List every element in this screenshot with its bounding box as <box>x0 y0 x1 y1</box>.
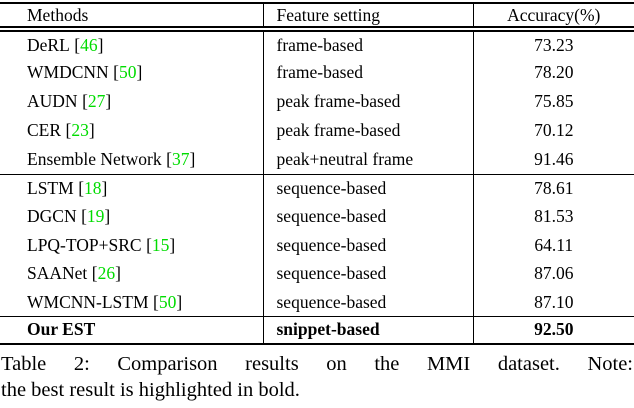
method-name: SAANet <box>27 263 88 284</box>
method-cell: LPQ-TOP+SRC 15 <box>0 231 263 260</box>
method-name: AUDN <box>27 91 78 111</box>
ours-group: Our EST snippet-based 92.50 <box>0 316 634 345</box>
accuracy-cell: 87.06 <box>472 259 634 288</box>
citation-number: 27 <box>87 91 106 111</box>
method-name: WMDCNN <box>27 62 109 82</box>
citation-link[interactable]: 19 <box>81 206 110 226</box>
citation-number: 19 <box>86 206 105 227</box>
col-header-feature: Feature setting <box>262 3 473 32</box>
citation-link[interactable]: 18 <box>78 178 107 198</box>
method-name: DeRL <box>27 34 70 55</box>
citation-number: 37 <box>171 148 190 169</box>
accuracy-cell: 73.23 <box>472 29 634 58</box>
citation-number: 15 <box>151 234 170 255</box>
header-row: Methods Feature setting Accuracy(%) <box>0 3 634 32</box>
citation-link[interactable]: 26 <box>92 263 121 283</box>
frame-based-group: DeRL 46 frame-based 73.23 WMDCNN 50 frame-… <box>0 29 634 174</box>
feature-cell: peak+neutral frame <box>262 145 473 174</box>
table-row: DGCN 19 sequence-based 81.53 <box>0 202 634 232</box>
table-caption: Table 2: Comparison results on the MMI d… <box>0 351 634 403</box>
method-cell: WMCNN-LSTM 50 <box>0 288 263 317</box>
citation-link[interactable]: 50 <box>153 292 182 312</box>
accuracy-cell: 92.50 <box>472 316 634 345</box>
citation-number: 50 <box>119 62 137 82</box>
method-cell: AUDN 27 <box>0 87 263 116</box>
feature-cell: frame-based <box>262 29 473 58</box>
table-row: DeRL 46 frame-based 73.23 <box>0 29 634 58</box>
table-header: Methods Feature setting Accuracy(%) <box>0 3 634 32</box>
method-cell: CER 23 <box>0 116 263 145</box>
citation-number: 46 <box>80 34 98 55</box>
feature-cell: peak frame-based <box>262 116 473 145</box>
table-row: LPQ-TOP+SRC 15 sequence-based 64.11 <box>0 231 634 260</box>
feature-cell: sequence-based <box>262 202 473 231</box>
accuracy-cell: 87.10 <box>472 288 634 317</box>
caption-line-1: Table 2: Comparison results on the MMI d… <box>1 352 633 375</box>
citation-number: 23 <box>71 120 89 140</box>
table-row: AUDN 27 peak frame-based 75.85 <box>0 87 634 116</box>
accuracy-cell: 64.11 <box>472 231 634 260</box>
table-row: WMDCNN 50 frame-based 78.20 <box>0 58 634 87</box>
citation-link[interactable]: 27 <box>82 91 111 111</box>
accuracy-cell: 70.12 <box>472 116 634 145</box>
method-name: LPQ-TOP+SRC <box>27 234 142 255</box>
table-row: Ensemble Network 37 peak+neutral frame 91… <box>0 145 634 174</box>
method-name: CER <box>27 120 62 140</box>
accuracy-cell: 78.61 <box>472 173 634 203</box>
citation-link[interactable]: 37 <box>166 149 195 169</box>
citation-number: 50 <box>158 291 177 312</box>
method-name: Ensemble Network <box>27 148 162 169</box>
feature-cell: snippet-based <box>262 316 473 345</box>
citation-link[interactable]: 15 <box>146 235 175 255</box>
feature-cell: peak frame-based <box>262 87 473 116</box>
col-header-methods: Methods <box>0 3 263 32</box>
method-name: WMCNN-LSTM <box>27 291 149 312</box>
table-row: SAANet 26 sequence-based 87.06 <box>0 259 634 289</box>
accuracy-cell: 78.20 <box>472 58 634 87</box>
method-cell: SAANet 26 <box>0 260 263 289</box>
col-header-accuracy: Accuracy(%) <box>472 3 634 32</box>
accuracy-cell: 81.53 <box>472 202 634 231</box>
method-name: LSTM <box>27 178 74 198</box>
feature-cell: sequence-based <box>262 173 473 203</box>
method-cell: LSTM 18 <box>0 173 263 203</box>
caption-line-2: the best result is highlighted in bold. <box>1 378 300 401</box>
citation-link[interactable]: 23 <box>66 120 95 140</box>
results-table: Methods Feature setting Accuracy(%) DeRL… <box>0 2 634 345</box>
method-cell: WMDCNN 50 <box>0 58 263 87</box>
citation-number: 26 <box>97 263 116 284</box>
method-name: DGCN <box>27 206 77 227</box>
method-cell: DeRL 46 <box>0 29 263 58</box>
method-cell: Our EST <box>0 316 263 345</box>
feature-cell: sequence-based <box>262 259 473 288</box>
table-row: WMCNN-LSTM 50 sequence-based 87.10 <box>0 288 634 317</box>
method-cell: Ensemble Network 37 <box>0 145 263 174</box>
table-row-ours: Our EST snippet-based 92.50 <box>0 316 634 345</box>
sequence-based-group: LSTM 18 sequence-based 78.61 DGCN 19 seque… <box>0 173 634 317</box>
feature-cell: sequence-based <box>262 231 473 260</box>
method-cell: DGCN 19 <box>0 203 263 232</box>
feature-cell: frame-based <box>262 58 473 87</box>
citation-number: 18 <box>84 178 102 198</box>
citation-link[interactable]: 46 <box>74 35 103 55</box>
accuracy-cell: 91.46 <box>472 145 634 174</box>
citation-link[interactable]: 50 <box>113 62 142 82</box>
feature-cell: sequence-based <box>262 288 473 317</box>
table-row: CER 23 peak frame-based 70.12 <box>0 116 634 145</box>
table-row: LSTM 18 sequence-based 78.61 <box>0 173 634 203</box>
accuracy-cell: 75.85 <box>472 87 634 116</box>
